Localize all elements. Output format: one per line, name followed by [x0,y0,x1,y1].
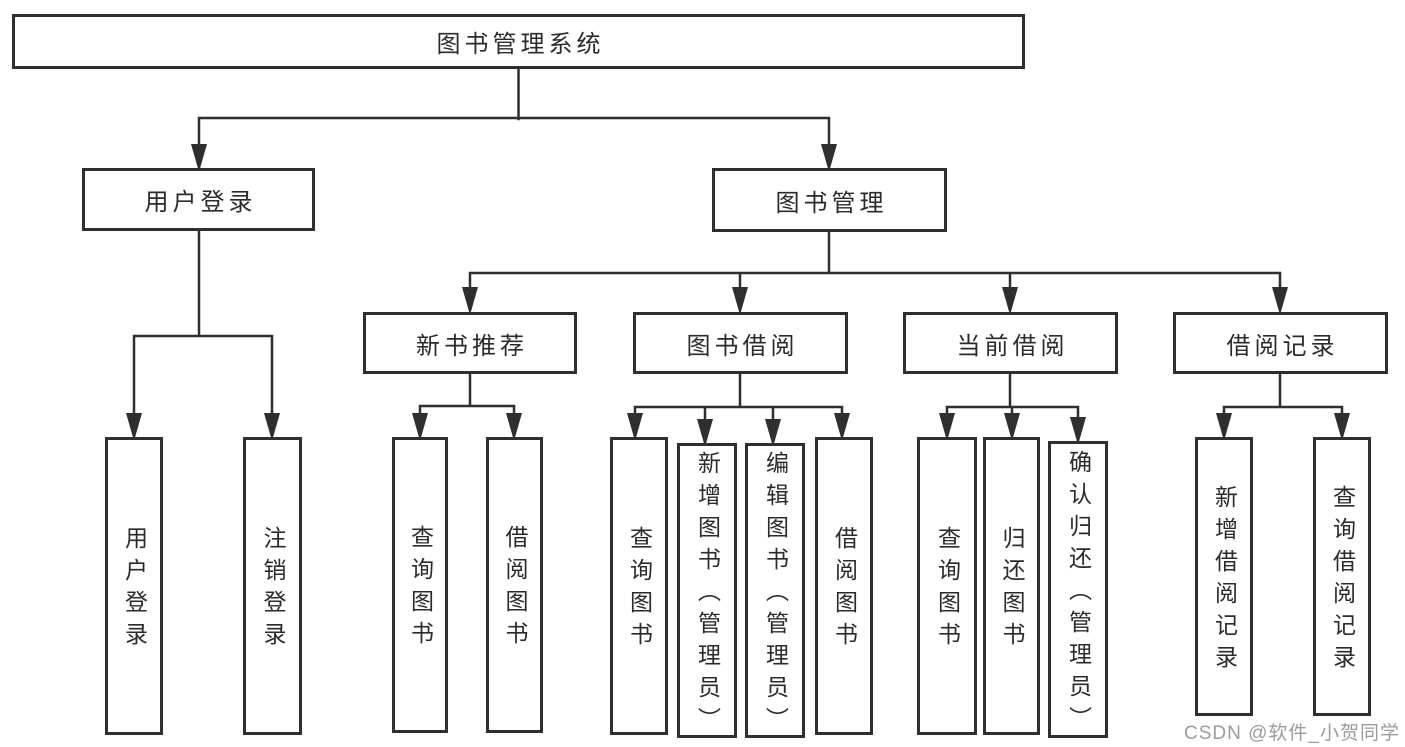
node-book-borrow-label: 图书借阅 [686,332,799,360]
leaf-add-borrow-record: 新增借阅记录 [1195,437,1253,716]
node-book-management-label: 图书管理 [775,189,888,217]
node-current-borrow-label: 当前借阅 [956,332,1069,360]
node-book-management: 图书管理 [712,168,947,232]
leaf-user-login: 用户登录 [105,437,163,735]
leaf-query-books-1-label: 查询图书 [407,525,434,653]
leaf-return-books: 归还图书 [983,437,1040,735]
leaf-return-books-label: 归还图书 [999,526,1025,654]
node-book-borrow: 图书借阅 [633,312,848,374]
leaf-query-books-2-label: 查询图书 [626,526,653,654]
node-current-borrow: 当前借阅 [903,312,1118,374]
leaf-borrow-books-2-label: 借阅图书 [831,526,858,654]
node-new-book-recommend-label: 新书推荐 [416,332,528,360]
leaf-logout: 注销登录 [243,437,302,735]
leaf-borrow-books-1: 借阅图书 [486,437,543,733]
node-root-label: 图书管理系统 [436,31,605,58]
leaf-add-books-admin: 新增图书（管理员） [677,443,737,739]
leaf-borrow-books-1-label: 借阅图书 [502,525,528,653]
leaf-user-login-label: 用户登录 [121,526,148,654]
csdn-watermark: CSDN @软件_小贺同学 [1184,723,1400,744]
leaf-query-borrow-record: 查询借阅记录 [1313,437,1371,716]
leaf-confirm-return-admin-label: 确认归还（管理员） [1065,449,1092,738]
leaf-borrow-books-2: 借阅图书 [815,437,873,735]
node-user-login-label: 用户登录 [144,189,257,216]
leaf-confirm-return-admin: 确认归还（管理员） [1048,441,1108,738]
leaf-logout-label: 注销登录 [260,526,286,654]
node-root: 图书管理系统 [12,14,1025,69]
leaf-query-books-3-label: 查询图书 [934,526,961,654]
leaf-add-books-admin-label: 新增图书（管理员） [694,450,721,739]
node-borrow-records-label: 借阅记录 [1226,332,1339,360]
leaf-query-books-1: 查询图书 [392,437,448,733]
leaf-query-books-3: 查询图书 [917,437,977,735]
leaf-edit-books-admin-label: 编辑图书（管理员） [762,450,789,739]
leaf-edit-books-admin: 编辑图书（管理员） [745,443,805,739]
leaf-query-books-2: 查询图书 [610,437,668,735]
leaf-query-borrow-record-label: 查询借阅记录 [1329,484,1356,677]
leaf-add-borrow-record-label: 新增借阅记录 [1211,484,1238,677]
node-new-book-recommend: 新书推荐 [363,312,577,374]
node-user-login: 用户登录 [82,168,315,231]
node-borrow-records: 借阅记录 [1173,312,1388,374]
